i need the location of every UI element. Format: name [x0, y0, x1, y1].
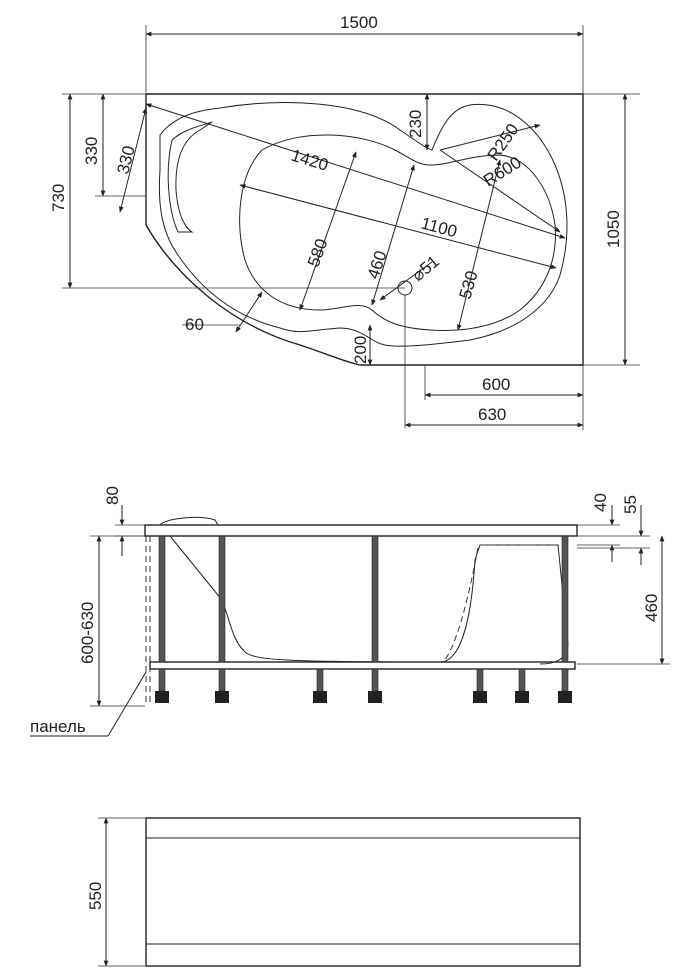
dim-label-530: 530: [456, 269, 482, 302]
tub-body: [169, 535, 569, 665]
dim-label-580: 580: [304, 236, 332, 269]
dim-label-600: 600: [482, 375, 510, 394]
dim-label-730: 730: [49, 184, 68, 212]
dim-line-60: [235, 291, 263, 333]
dim-label-80: 80: [103, 486, 122, 505]
front-panel: [145, 817, 581, 967]
tub-rim: [144, 524, 578, 537]
dim-label-630: 630: [478, 405, 506, 424]
dim-line-drain: [379, 261, 433, 301]
support-legs: [158, 535, 569, 663]
dim-line-580: [299, 151, 357, 311]
panel-label: панель: [30, 717, 86, 736]
dim-label-460-depth: 460: [642, 594, 661, 622]
dim-label-200: 200: [351, 336, 370, 364]
base-frame: [149, 661, 576, 670]
dim-label-600-630: 600-630: [78, 602, 97, 664]
dim-label-1100: 1100: [419, 214, 459, 242]
dim-label-40: 40: [591, 493, 610, 512]
dim-label-230: 230: [406, 110, 425, 138]
headrest: [167, 121, 213, 233]
front-panel-view: 550: [86, 817, 581, 967]
dim-label-1500: 1500: [340, 13, 378, 32]
dim-label-55: 55: [621, 495, 640, 514]
dim-label-1050: 1050: [604, 210, 623, 248]
panel-leader-line: [107, 671, 147, 737]
dim-line-460: [371, 164, 415, 306]
dim-label-550: 550: [86, 882, 105, 910]
dim-label-460: 460: [364, 248, 391, 281]
dim-label-330-a: 330: [82, 137, 101, 165]
dim-line-530: [456, 159, 502, 331]
dim-label-1420: 1420: [289, 146, 331, 175]
tub-outline: [146, 93, 584, 366]
dim-line-330-b: [118, 107, 148, 213]
dim-line-r250: [439, 123, 541, 151]
side-view: 80 600-630 40 55 460 панель: [30, 486, 670, 737]
adjustable-feet: [155, 668, 572, 703]
side-headrest: [159, 517, 219, 526]
dim-label-60: 60: [185, 315, 204, 334]
top-view: 1500 1050 730 330 330 1420 230 R250 R600…: [49, 13, 640, 430]
dim-label-drain: ⌀51: [408, 252, 443, 285]
dim-label-330-b: 330: [113, 144, 138, 176]
